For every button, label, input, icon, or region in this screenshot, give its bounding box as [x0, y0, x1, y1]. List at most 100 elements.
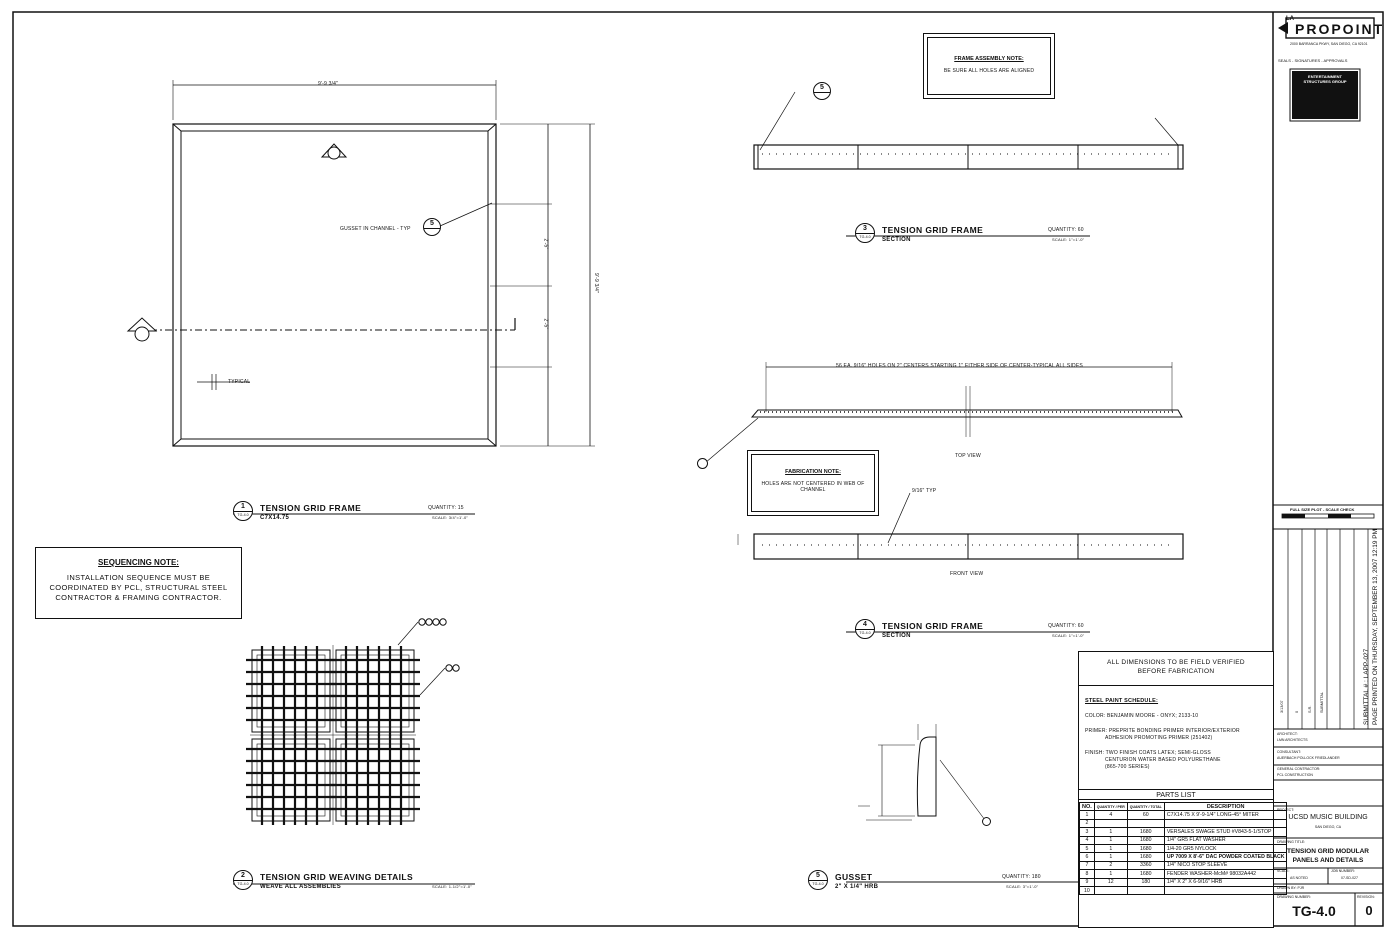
dim-seg1: 2'-5" [542, 238, 549, 250]
part-qty-total: 1680 [1126, 852, 1165, 862]
part-qty-total [1126, 885, 1165, 896]
part-qty-total: 1680 [1126, 835, 1165, 845]
drawing-number: TG-4.0 [1292, 903, 1336, 919]
detail-sheet-ref: TG-4.0 [856, 629, 874, 637]
detail-title: TENSION GRID FRAME [882, 225, 984, 235]
part-no: 2 [1079, 818, 1095, 829]
fabrication-note-line2: CHANNEL [800, 487, 826, 493]
part-qty-per [1093, 818, 1128, 829]
drawn-by: DRAWN BY: PJR [1277, 886, 1305, 890]
part-description: 1/4-20 GR5 NYLOCK [1163, 843, 1288, 854]
part-qty-total: 1680 [1126, 869, 1165, 879]
part-qty-per: 1 [1093, 843, 1128, 854]
part-no: 7 [1079, 860, 1095, 871]
part-no: 1 [1079, 810, 1095, 820]
detail-quantity: QUANTITY: 60 [1048, 227, 1084, 233]
detail-number: 2 [241, 872, 245, 879]
detail-quantity: QUANTITY: 60 [1048, 623, 1084, 629]
project-label: PROJECT: [1277, 808, 1294, 812]
gc: PCL CONSTRUCTION [1277, 773, 1313, 777]
top-view-label: TOP VIEW [955, 453, 981, 459]
part-description: 1/4" GR5 FLAT WASHER [1163, 835, 1288, 845]
part-description: C7X14.75 X 9'-9-1/4" LONG-45° MITER [1163, 810, 1288, 820]
fabrication-note-line1: HOLES ARE NOT CENTERED IN WEB OF [761, 481, 865, 487]
callout-bubble-5b: 5 [813, 82, 831, 100]
detail-scale: SCALE: 3"=1'-0" [1006, 884, 1039, 889]
drawing-title-label: DRAWING TITLE: [1277, 840, 1306, 844]
paint-finish1: FINISH: TWO FINISH COATS LATEX; SEMI-GLO… [1085, 750, 1211, 756]
part-qty-per: 12 [1093, 877, 1128, 887]
page-printed: PAGE PRINTED ON THURSDAY, SEPTEMBER 13, … [1372, 528, 1379, 725]
frame-assembly-note-title: FRAME ASSEMBLY NOTE: [954, 56, 1024, 62]
front-view-label: FRONT VIEW [950, 571, 984, 577]
detail-subtitle: C7X14.75 [260, 515, 290, 521]
job-label: JOB NUMBER: [1331, 869, 1355, 873]
sequencing-note-line2: COORDINATED BY PCL, STRUCTURAL STEEL [49, 583, 228, 592]
part-no: 6 [1079, 852, 1095, 862]
paint-schedule-title: STEEL PAINT SCHEDULE: [1085, 698, 1159, 704]
rev-by: S.R. [1308, 705, 1312, 713]
company-address: 2000 BARRANCA PKWY, SAN DIEGO, CA 92101 [1290, 42, 1368, 46]
drawing-title2: PANELS AND DETAILS [1292, 857, 1364, 864]
callout-bubble-1 [697, 458, 708, 469]
detail-number: 5 [816, 872, 820, 879]
parts-list: PARTS LIST NO. QUANTITY / PER QUANTITY /… [1078, 789, 1288, 928]
part-no: 4 [1079, 835, 1095, 845]
detail-title: GUSSET [835, 872, 873, 882]
part-qty-total: 1680 [1126, 843, 1165, 854]
part-qty-per: 1 [1093, 835, 1128, 845]
detail-scale: SCALE: 3/4"=1'-0" [432, 515, 469, 520]
parts-row: 10 [1079, 885, 1288, 896]
col-qty-total: QUANTITY / TOTAL [1126, 801, 1165, 812]
drawing-number-label: DRAWING NUMBER: [1277, 895, 1311, 899]
rev-date: 3/13/07 [1280, 700, 1284, 713]
company-name: PROPOINT [1295, 21, 1385, 37]
part-qty-total: 60 [1126, 810, 1165, 820]
part-qty-per: 1 [1093, 827, 1128, 837]
detail-2-weaving-grid [246, 618, 460, 825]
revision-number: 0 [1365, 903, 1373, 918]
part-no: 9 [1079, 877, 1095, 887]
detail-1-frame-plan [126, 80, 595, 447]
detail-quantity: QUANTITY: 15 [428, 505, 464, 511]
detail-sheet-ref: TG-4.0 [856, 233, 874, 241]
part-description: 1/4" NICO STOP SLEEVE [1163, 860, 1288, 871]
gusset-callout: GUSSET IN CHANNEL - TYP [340, 226, 411, 232]
tip-label: 9/16" TYP [912, 488, 937, 494]
project-name: UCSD MUSIC BUILDING [1288, 814, 1368, 821]
stamp-title: ENTERTAINMENT STRUCTURES GROUP [1303, 74, 1347, 84]
part-qty-per [1093, 885, 1128, 896]
detail-scale: SCALE: 1-1/2"=1'-0" [432, 884, 472, 889]
paint-finish3: (865-700 SERIES) [1105, 764, 1150, 770]
part-no: 8 [1079, 869, 1095, 879]
detail-subtitle: WEAVE ALL ASSEMBLIES [260, 884, 342, 890]
paint-schedule: STEEL PAINT SCHEDULE: COLOR: BENJAMIN MO… [1078, 685, 1274, 791]
scale-bar-label: FULL SIZE PLOT - SCALE CHECK [1290, 507, 1355, 512]
paint-finish2: CENTURION WATER BASED POLYURETHANE [1105, 757, 1221, 763]
frame-assembly-note-text: BE SURE ALL HOLES ARE ALIGNED [943, 68, 1035, 74]
col-description: DESCRIPTION [1163, 801, 1288, 812]
revision-label: REVISION: [1357, 895, 1375, 899]
detail-quantity: QUANTITY: 180 [1002, 874, 1041, 880]
parts-table: NO. QUANTITY / PER QUANTITY / TOTAL DESC… [1079, 801, 1288, 896]
sequencing-note-title: SEQUENCING NOTE: [98, 558, 179, 567]
callout-bubble-5: 5 [423, 218, 441, 236]
sequencing-note: SEQUENCING NOTE: INSTALLATION SEQUENCE M… [35, 547, 242, 619]
field-verify-line2: BEFORE FABRICATION [1137, 668, 1215, 675]
consultant-label: CONSULTANT: [1277, 750, 1301, 754]
holes-note: 56 EA. 9/16" HOLES ON 2" CENTERS STARTIN… [836, 363, 1083, 369]
detail-sheet-ref: TG-4.0 [234, 880, 252, 888]
detail-5-gusset [846, 724, 1090, 883]
part-qty-per: 1 [1093, 869, 1128, 879]
dim-width: 9'-9 3/4" [318, 81, 339, 87]
detail-scale: SCALE: 1"=1'-0" [1052, 237, 1085, 242]
